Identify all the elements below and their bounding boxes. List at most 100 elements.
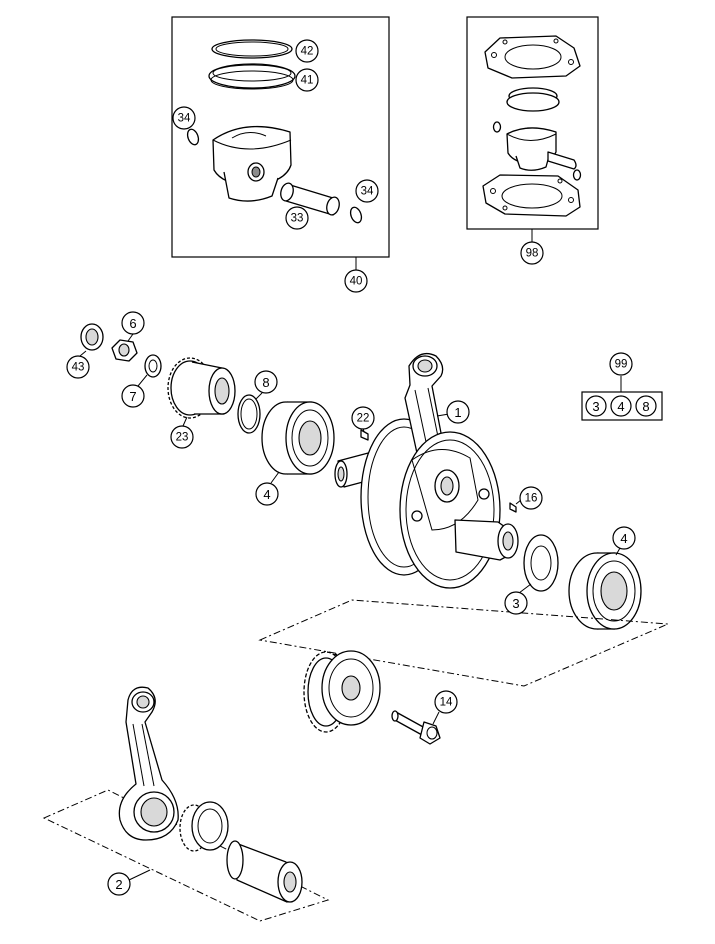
shaft-seal — [80, 323, 104, 351]
callout-c40-number: 40 — [350, 276, 363, 288]
callout-c7: 7 — [121, 384, 145, 408]
retaining-ring — [237, 394, 261, 434]
bolt — [391, 710, 441, 745]
kit99-callout-4-circle — [610, 395, 632, 417]
callout-c4b-number: 4 — [620, 531, 627, 546]
callout-c34a-number: 34 — [178, 113, 191, 125]
kit99-callout-4-number: 4 — [617, 399, 624, 414]
callout-c6: 6 — [121, 311, 145, 335]
callout-c8: 8 — [254, 370, 278, 394]
callout-c7-number: 7 — [129, 389, 136, 404]
callout-c6-circle — [121, 311, 145, 335]
callout-c4a: 4 — [255, 482, 279, 506]
callout-c43-circle — [66, 355, 90, 379]
callout-c34a-circle — [172, 106, 196, 130]
callout-c2: 2 — [107, 872, 131, 896]
callout-c4a-circle — [255, 482, 279, 506]
callout-c99: 99 — [609, 352, 633, 376]
callout-c4a-number: 4 — [263, 487, 270, 502]
piston-pin — [280, 182, 340, 216]
callout-c43-number: 43 — [72, 362, 85, 374]
kit99-callout-4: 4 — [610, 395, 632, 417]
callout-c3: 3 — [504, 591, 528, 615]
hex-nut — [111, 339, 138, 362]
circlip-left — [186, 128, 200, 146]
callout-c43: 43 — [66, 355, 90, 379]
piston-ring-top — [211, 39, 293, 59]
callout-c34b: 34 — [355, 179, 379, 203]
callout-c41-number: 41 — [301, 75, 314, 87]
main-bearing-right — [568, 552, 642, 630]
callout-c3-circle — [504, 591, 528, 615]
callout-c98-number: 98 — [526, 248, 539, 260]
circlip-right — [349, 206, 363, 224]
callout-c14-circle — [434, 690, 458, 714]
base-gasket — [482, 174, 581, 217]
gasket-kit-box — [466, 16, 599, 242]
woodruff-key — [360, 429, 369, 441]
callout-c33-circle — [285, 206, 309, 230]
callout-c22-circle — [351, 406, 375, 430]
kit99-callout-3: 3 — [585, 395, 607, 417]
callout-c16-circle — [519, 486, 543, 510]
callout-c98: 98 — [520, 241, 544, 265]
crankshaft-assembly — [334, 352, 519, 589]
callout-c2-number: 2 — [115, 877, 122, 892]
callout-c16-number: 16 — [525, 493, 538, 505]
kit99-callout-3-circle — [585, 395, 607, 417]
kit99-callout-8: 8 — [635, 395, 657, 417]
callout-c40-circle — [344, 269, 368, 293]
connecting-rod-set — [42, 686, 330, 922]
shim-washer — [523, 534, 559, 592]
callout-c8-circle — [254, 370, 278, 394]
callout-c42-circle — [295, 39, 319, 63]
kit99-callout-8-number: 8 — [642, 399, 649, 414]
main-bearing-left — [261, 401, 335, 475]
callout-c23-number: 23 — [176, 432, 189, 444]
bearing-kit-callouts: 3 4 8 — [585, 395, 657, 417]
kit99-callout-3-number: 3 — [592, 399, 599, 414]
callout-c8-number: 8 — [262, 375, 269, 390]
callout-c41-circle — [295, 68, 319, 92]
callout-c34b-number: 34 — [361, 186, 374, 198]
callout-c23: 23 — [170, 425, 194, 449]
primary-gear — [167, 357, 236, 419]
callout-c1: 1 — [446, 400, 470, 424]
callout-c33: 33 — [285, 206, 309, 230]
kit99-callout-8-circle — [635, 395, 657, 417]
callout-c3-number: 3 — [512, 596, 519, 611]
piston-kit-box — [171, 16, 390, 270]
callout-c7-circle — [121, 384, 145, 408]
callout-c34a: 34 — [172, 106, 196, 130]
callout-c6-number: 6 — [129, 316, 136, 331]
callout-c42-number: 42 — [301, 46, 314, 58]
lock-washer — [144, 354, 162, 378]
callout-c4b-circle — [612, 526, 636, 550]
callout-c34b-circle — [355, 179, 379, 203]
callout-c23-circle — [170, 425, 194, 449]
woodruff-key-right — [509, 502, 517, 513]
callout-c42: 42 — [295, 39, 319, 63]
callout-c1-number: 1 — [454, 405, 461, 420]
piston-small — [506, 127, 557, 171]
callout-c41: 41 — [295, 68, 319, 92]
callout-c22: 22 — [351, 406, 375, 430]
callout-c16: 16 — [519, 486, 543, 510]
callout-c4b: 4 — [612, 526, 636, 550]
callout-c14: 14 — [434, 690, 458, 714]
callout-c1-circle — [446, 400, 470, 424]
needle-bearing-group — [258, 599, 669, 745]
callout-c22-number: 22 — [357, 413, 370, 425]
callout-c2-circle — [107, 872, 131, 896]
callout-c99-circle — [609, 352, 633, 376]
callout-c33-number: 33 — [291, 213, 304, 225]
callout-c98-circle — [520, 241, 544, 265]
callout-c14-number: 14 — [440, 697, 453, 709]
piston-rings-small — [506, 87, 560, 112]
piston-ring-bottom — [208, 63, 296, 90]
callout-c40: 40 — [344, 269, 368, 293]
piston — [212, 125, 292, 202]
cylinder-head-gasket — [484, 35, 581, 79]
